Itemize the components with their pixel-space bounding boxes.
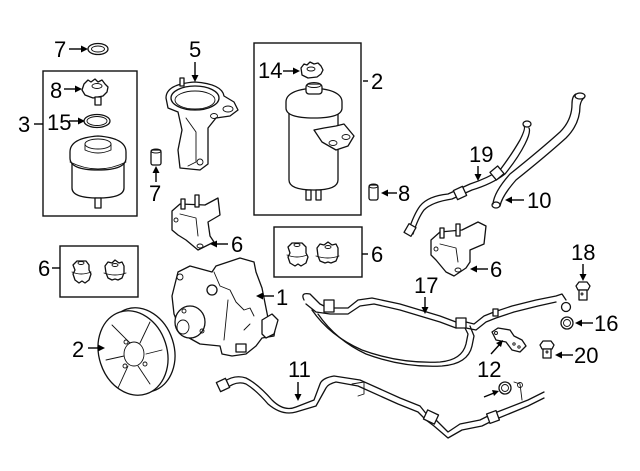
part-seal-ring-11[interactable]	[83, 113, 111, 129]
label-8: 7	[54, 37, 66, 62]
callout-18[interactable]: 11	[288, 357, 311, 401]
label-6b: 6	[490, 257, 502, 282]
callout-2[interactable]: 2	[72, 337, 105, 362]
label-8b: 7	[149, 181, 161, 206]
part-washer-15[interactable]	[560, 316, 574, 330]
part-washer-20[interactable]	[498, 381, 512, 395]
callout-4[interactable]: 2	[363, 69, 383, 94]
part-power-steering-pump-1[interactable]	[171, 257, 279, 357]
part-mount-bracket-6b[interactable]	[430, 221, 487, 277]
mounts-box-7b	[273, 226, 363, 278]
callout-8b[interactable]: 7	[149, 166, 161, 206]
part-sleeve-8c[interactable]	[368, 183, 379, 201]
label-1: 1	[276, 285, 288, 310]
callout-8c[interactable]: 8	[381, 181, 410, 206]
callout-9[interactable]: 8	[50, 78, 82, 103]
part-pressure-hose-13[interactable]	[302, 292, 572, 367]
label-18: 11	[288, 357, 311, 382]
callout-3[interactable]: 3	[18, 112, 43, 137]
label-3: 3	[18, 112, 30, 137]
callout-12[interactable]: 10	[505, 188, 551, 213]
part-return-hose-12[interactable]	[491, 92, 586, 209]
part-mount-bracket-6a[interactable]	[171, 194, 221, 251]
label-9: 8	[50, 78, 62, 103]
part-cap-10[interactable]	[300, 61, 324, 79]
part-pulley-2[interactable]	[87, 299, 185, 405]
callout-19[interactable]: 20	[555, 343, 598, 368]
part-banjo-bolt-19[interactable]	[539, 340, 555, 359]
reservoir-assembly-box-3	[42, 70, 138, 217]
callout-20[interactable]	[483, 390, 499, 398]
label-6a: 6	[231, 232, 243, 257]
callout-10[interactable]: 14	[258, 58, 300, 83]
part-mount-bushings-7a[interactable]	[71, 259, 127, 284]
label-14: 18	[571, 240, 595, 265]
label-11: 15	[47, 110, 71, 135]
label-15: 16	[594, 311, 618, 336]
callout-14[interactable]: 18	[571, 240, 595, 281]
part-reservoir-bracket-5[interactable]	[165, 77, 239, 171]
label-19: 20	[574, 343, 598, 368]
callout-6a[interactable]: 6	[210, 232, 243, 257]
callout-1[interactable]: 1	[256, 285, 288, 310]
part-suction-hose-17[interactable]	[403, 120, 532, 237]
label-4: 2	[371, 69, 383, 94]
callout-13[interactable]: 17	[414, 273, 438, 314]
callout-7a[interactable]: 6	[38, 256, 60, 281]
callout-7b[interactable]: 6	[362, 242, 383, 267]
callout-11[interactable]: 15	[47, 110, 85, 135]
label-10: 14	[258, 58, 282, 83]
callout-6b[interactable]: 6	[470, 257, 502, 282]
label-7b: 6	[371, 242, 383, 267]
label-16: 12	[477, 357, 501, 382]
part-sleeve-8b[interactable]	[150, 148, 162, 166]
part-reservoir-4[interactable]	[285, 82, 355, 201]
mounts-box-7a	[59, 245, 139, 298]
label-2: 2	[72, 337, 84, 362]
part-oring-8[interactable]	[87, 42, 109, 56]
part-cap-9[interactable]	[81, 78, 109, 106]
callout-17[interactable]: 19	[469, 142, 493, 181]
part-return-line-18[interactable]	[215, 375, 545, 439]
callout-15[interactable]: 16	[575, 311, 618, 336]
label-12: 10	[527, 188, 551, 213]
callout-8-oring[interactable]: 7	[54, 37, 88, 62]
label-7a: 6	[38, 256, 50, 281]
part-mount-bushings-7b[interactable]	[286, 241, 340, 267]
callout-5[interactable]: 5	[189, 37, 201, 82]
label-8c: 8	[398, 181, 410, 206]
part-banjo-bolt-14[interactable]	[575, 281, 591, 301]
label-17: 19	[469, 142, 493, 167]
reservoir-assembly-box-4	[253, 42, 362, 216]
label-5: 5	[189, 37, 201, 62]
label-13: 17	[414, 273, 438, 298]
part-reservoir-3[interactable]	[69, 135, 127, 209]
part-hose-bracket-16[interactable]	[491, 327, 527, 353]
callout-16[interactable]: 12	[477, 340, 503, 382]
